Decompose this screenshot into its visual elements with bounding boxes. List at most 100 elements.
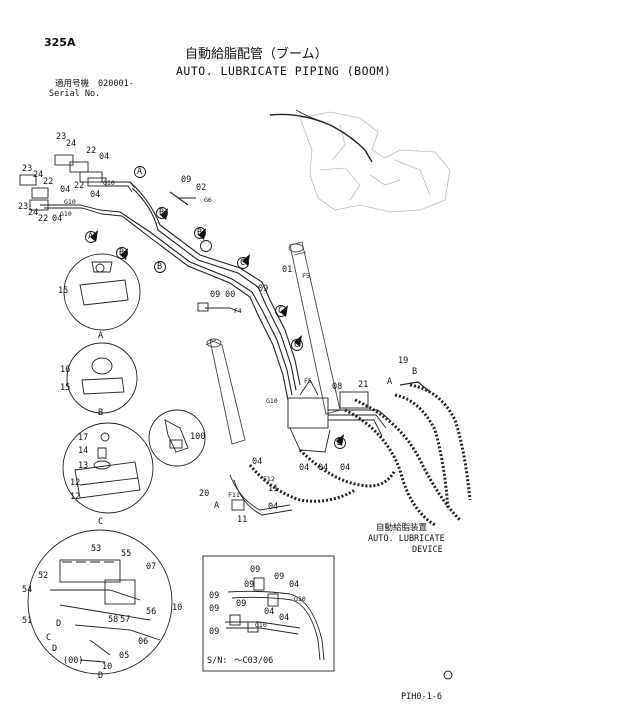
callout-04: 04 [279, 613, 290, 623]
callout-09: 09 [274, 572, 285, 582]
callout-04: 04 [52, 214, 63, 224]
callout-07: 07 [146, 562, 157, 572]
sn-note: S/N: [207, 656, 228, 666]
callout-01: 01 [282, 265, 293, 275]
title-japanese: 自動給脂配管（ブーム） [185, 47, 328, 62]
detail-circle-d [27, 529, 173, 675]
callout-14: 14 [78, 446, 89, 456]
callout-100: 100 [190, 432, 206, 442]
section-letter-d: D [56, 619, 62, 629]
callout-58: 58 [108, 615, 119, 625]
callout-04: 04 [340, 463, 351, 473]
callout-11: 11 [237, 515, 248, 525]
section-letter-c: C [278, 306, 284, 316]
section-letter-b: B [197, 228, 203, 238]
callout-09: 09 [236, 599, 247, 609]
callout-04: 04 [90, 190, 101, 200]
callout-06: 06 [138, 637, 149, 647]
callout-12: 12 [70, 478, 81, 488]
callout-17: 17 [78, 433, 89, 443]
page-code: 325A [44, 36, 76, 49]
section-letter-d: D [98, 671, 104, 681]
callout-04: 04 [268, 502, 279, 512]
boom-cylinders [205, 241, 341, 445]
section-letter-c: C [46, 633, 52, 643]
callout-08: 08 [332, 382, 343, 392]
section-letter-a: A [98, 331, 104, 341]
sn-value: ～C03/06 [234, 656, 274, 666]
callout-12: 12 [70, 492, 81, 502]
chain-hoses [248, 383, 472, 527]
section-letter-a: A [214, 501, 220, 511]
callout-09: 09 [209, 591, 220, 601]
inset-box [202, 555, 335, 672]
section-letter-b: B [412, 367, 418, 377]
device-label-jp: 自動給脂装置 [376, 523, 428, 533]
callout-g10: G10 [266, 397, 278, 405]
callout-11: 11 [268, 484, 279, 494]
callout-04: 04 [289, 580, 300, 590]
callout-53: 53 [91, 544, 102, 554]
section-letter-d: D [52, 644, 58, 654]
callout-05: 05 [119, 651, 130, 661]
callout-00-paren: (00) [63, 656, 84, 666]
detail-circle-100 [148, 409, 206, 467]
section-letter-c: C [98, 517, 104, 527]
callout-24: 24 [33, 170, 44, 180]
callout-24: 24 [66, 139, 77, 149]
callout-52: 52 [38, 571, 49, 581]
section-letter-c: C [240, 258, 246, 268]
callout-55: 55 [121, 549, 132, 559]
callout-f11: F11 [228, 491, 240, 499]
serial-label-en: Serial No. [49, 89, 101, 99]
callout-24: 24 [28, 208, 39, 218]
device-label-en-2: DEVICE [412, 545, 443, 555]
callout-09: 09 [244, 580, 255, 590]
section-letter-c: C [294, 340, 300, 350]
serial-value: 020001- [98, 79, 134, 89]
lower-manifold [287, 379, 391, 453]
callout-57: 57 [120, 615, 131, 625]
callout-04: 04 [252, 457, 263, 467]
callout-g10: G10 [103, 179, 115, 187]
callout-10: 10 [102, 662, 113, 672]
callout-51: 51 [22, 616, 33, 626]
callout-19: 19 [398, 356, 409, 366]
main-pipe-bundle [119, 181, 301, 401]
callout-22: 22 [43, 177, 54, 187]
section-letter-b: B [159, 208, 165, 218]
callout-04: 04 [299, 463, 310, 473]
callout-23: 23 [18, 202, 29, 212]
callout-20: 20 [199, 489, 210, 499]
callout-09: 09 [209, 604, 220, 614]
callout-54: 54 [22, 585, 33, 595]
callout-13: 13 [78, 461, 89, 471]
section-letter-b: B [119, 248, 125, 258]
detail-circle-a [63, 253, 141, 331]
callout-22: 22 [86, 146, 97, 156]
callout-23: 23 [56, 132, 67, 142]
callout-g6: G6 [204, 196, 212, 204]
callout-22: 22 [38, 214, 49, 224]
section-letter-b: B [157, 262, 163, 272]
callout-09: 09 [258, 284, 269, 294]
section-letter-a: A [387, 377, 393, 387]
callout-16: 16 [60, 365, 71, 375]
callout-g10: G10 [64, 198, 76, 206]
callout-04: 04 [99, 152, 110, 162]
callout-23: 23 [22, 164, 33, 174]
section-letter-a: A [137, 167, 143, 177]
excavator-sketch [299, 111, 451, 213]
detail-circle-c [62, 422, 154, 514]
callout-g10: G10 [60, 210, 72, 218]
callout-09: 09 [209, 627, 220, 637]
title-english: AUTO. LUBRICATE PIPING (BOOM) [176, 64, 392, 78]
footer-code: PIH0-1-6 [401, 692, 442, 702]
callout-f5: F5 [304, 377, 312, 385]
detail-circle-b [66, 342, 138, 414]
callout-15: 15 [58, 286, 69, 296]
callout-56: 56 [146, 607, 157, 617]
callout-g10: G10 [255, 621, 267, 629]
callout-09: 09 [181, 175, 192, 185]
